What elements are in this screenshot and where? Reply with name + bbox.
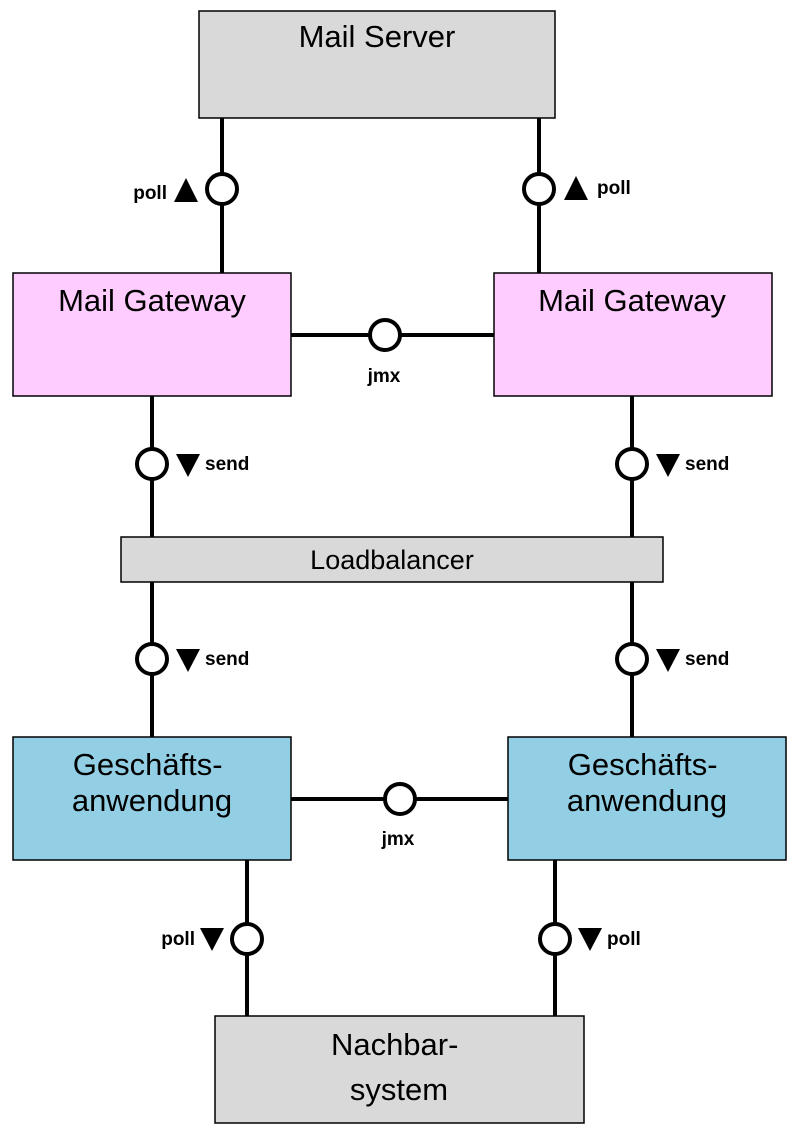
gateway-left-label-line: Mail Gateway — [58, 283, 246, 318]
interface-ring-send-lb-left — [135, 642, 169, 676]
app-right-box — [507, 736, 787, 861]
gateway-left-label: Mail Gateway — [58, 283, 246, 318]
node-loadbalancer: Loadbalancer — [120, 536, 664, 583]
connection-label-jmx-gateways: jmx — [367, 366, 401, 387]
neighbor-system-box — [214, 1015, 585, 1124]
connection-label-jmx-apps: jmx — [381, 829, 415, 850]
connection-label-poll-bottom-left: poll — [161, 929, 195, 950]
node-neighbor-system: Nachbar- system — [214, 1015, 585, 1124]
arrow-down-icon — [200, 928, 224, 951]
interface-ring-jmx-apps — [383, 782, 417, 816]
connection-label-poll-top-left: poll — [133, 183, 167, 204]
direction-arrows — [174, 176, 680, 951]
node-mail-server: Mail Server — [198, 10, 556, 119]
interface-ring-send-gw-right — [615, 447, 649, 481]
arrow-down-icon — [656, 649, 680, 672]
app-left-label: Geschäfts- anwendung — [72, 747, 232, 818]
interface-ring-send-lb-right — [615, 642, 649, 676]
arrow-down-icon — [656, 454, 680, 477]
loadbalancer-label: Loadbalancer — [310, 545, 474, 575]
arrow-down-icon — [578, 928, 602, 951]
interface-ring-send-gw-left — [135, 447, 169, 481]
app-left-label-line1: Geschäfts- — [73, 747, 223, 782]
neighbor-system-label-line2: system — [350, 1072, 448, 1107]
interface-ring-jmx-gateways — [368, 318, 402, 352]
connection-label-poll-top-right: poll — [597, 178, 631, 199]
arrow-up-icon — [174, 178, 198, 202]
loadbalancer-box — [120, 536, 664, 583]
neighbor-system-label: Nachbar- system — [331, 1027, 467, 1107]
gateway-right-label: Mail Gateway — [538, 283, 726, 318]
app-right-label-line2: anwendung — [567, 783, 727, 818]
loadbalancer-label-line: Loadbalancer — [310, 545, 474, 575]
connection-labels: poll poll jmx send send send send jmx po… — [133, 178, 729, 950]
interface-ring-poll-bottom-left — [230, 922, 264, 956]
mail-server-label-line: Mail Server — [299, 19, 456, 54]
arrow-down-icon — [176, 454, 200, 477]
mail-server-box — [198, 10, 556, 119]
connection-label-send-lb-right: send — [685, 649, 729, 670]
node-app-left: Geschäfts- anwendung — [12, 736, 292, 861]
gateway-right-label-line: Mail Gateway — [538, 283, 726, 318]
connection-label-send-lb-left: send — [205, 649, 249, 670]
app-right-label: Geschäfts- anwendung — [567, 747, 727, 818]
interface-ring-poll-top-left — [205, 172, 239, 206]
app-left-box — [12, 736, 292, 861]
node-gateway-right: Mail Gateway — [493, 272, 773, 397]
neighbor-system-label-line1: Nachbar- — [331, 1027, 459, 1062]
gateway-right-box — [493, 272, 773, 397]
gateway-left-box — [12, 272, 292, 397]
node-gateway-left: Mail Gateway — [12, 272, 292, 397]
connection-label-send-gw-right: send — [685, 454, 729, 475]
app-right-label-line1: Geschäfts- — [568, 747, 718, 782]
arrow-up-icon — [564, 176, 588, 200]
arrow-down-icon — [176, 649, 200, 672]
node-app-right: Geschäfts- anwendung — [507, 736, 787, 861]
connection-label-send-gw-left: send — [205, 454, 249, 475]
connection-label-poll-bottom-right: poll — [607, 929, 641, 950]
interface-rings — [135, 172, 649, 956]
mail-server-label: Mail Server — [299, 19, 456, 54]
interface-ring-poll-bottom-right — [538, 922, 572, 956]
interface-ring-poll-top-right — [522, 172, 556, 206]
app-left-label-line2: anwendung — [72, 783, 232, 818]
